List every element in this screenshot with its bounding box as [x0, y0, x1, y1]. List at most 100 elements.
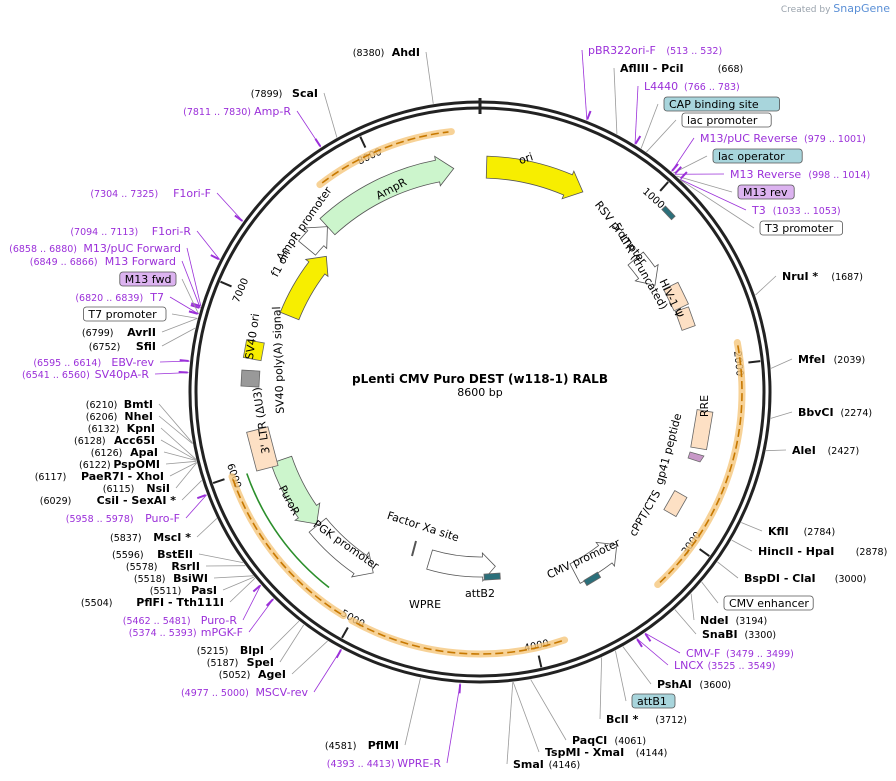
- site-paqci[interactable]: PaqCI(4061): [572, 734, 646, 747]
- puror-feature[interactable]: [270, 455, 321, 525]
- site-position: (5187): [207, 658, 239, 669]
- site-pflmi[interactable]: PflMI(4581): [325, 739, 399, 752]
- site-snabi[interactable]: SnaBI(3300): [702, 628, 776, 641]
- site-puro-r[interactable]: Puro-R(5462 .. 5481): [123, 614, 238, 627]
- ampr-promoter-feature[interactable]: [298, 226, 328, 256]
- site-bspdi-clai[interactable]: BspDI - ClaI(3000): [744, 572, 866, 585]
- site-ndei[interactable]: NdeI(3194): [700, 614, 767, 627]
- site-bmti[interactable]: BmtI(6210): [86, 398, 153, 411]
- site-kpni[interactable]: KpnI(6132): [88, 422, 155, 435]
- site-rsrii[interactable]: RsrII(5578): [126, 560, 200, 573]
- lac-block-feature[interactable]: [661, 205, 676, 221]
- site-tspmi-xmai[interactable]: TspMI - XmaI(4144): [545, 746, 667, 759]
- site-nrui[interactable]: NruI *(1687): [782, 270, 863, 283]
- site-t3[interactable]: T3(1033 .. 1053): [751, 204, 841, 217]
- site-t7-promoter[interactable]: T7 promoter: [83, 306, 167, 322]
- site-position: (6595 .. 6614): [33, 358, 101, 369]
- site-wpre-r[interactable]: WPRE-R(4393 .. 4413): [327, 757, 442, 770]
- site-cmv-f[interactable]: CMV-F(3479 .. 3499): [686, 647, 794, 660]
- site-position: (3300): [745, 630, 777, 641]
- site-t3-promoter[interactable]: T3 promoter: [759, 220, 843, 236]
- site-ahdi[interactable]: AhdI(8380): [353, 46, 420, 59]
- site-pspomi[interactable]: PspOMI(6122): [79, 458, 160, 471]
- site-m13-puc-reverse[interactable]: M13/pUC Reverse(979 .. 1001): [700, 132, 866, 145]
- site-position: (4146): [549, 760, 581, 771]
- site-spei[interactable]: SpeI(5187): [207, 656, 274, 669]
- site-puro-f[interactable]: Puro-F(5958 .. 5978): [66, 512, 180, 525]
- pgk-promoter-feature[interactable]: [308, 517, 374, 578]
- site-apai[interactable]: ApaI(6126): [91, 446, 158, 459]
- site-l4440[interactable]: L4440(766 .. 783): [644, 80, 740, 93]
- site-f1ori-r[interactable]: F1ori-R(7094 .. 7113): [70, 225, 191, 238]
- site-blpi[interactable]: BlpI(5215): [197, 644, 264, 657]
- site-position: (3479 .. 3499): [726, 649, 794, 660]
- site-kfli[interactable]: KflI(2784): [768, 525, 835, 538]
- site-pasi[interactable]: PasI(5511): [150, 584, 217, 597]
- site-name: F1ori-R: [152, 225, 192, 238]
- site-pbr322ori-f[interactable]: pBR322ori-F(513 .. 532): [588, 44, 722, 57]
- gp41-feature[interactable]: [687, 451, 705, 463]
- site-avrii[interactable]: AvrII(6799): [82, 326, 156, 339]
- site-bsteii[interactable]: BstEII(5596): [112, 548, 193, 561]
- cppt-feature[interactable]: [663, 489, 688, 518]
- ampr-feature[interactable]: [319, 155, 455, 236]
- site-f1ori-f[interactable]: F1ori-F(7304 .. 7325): [90, 187, 211, 200]
- ltr3-feature[interactable]: [246, 426, 279, 472]
- site-pshai[interactable]: PshAI(3600): [657, 678, 731, 691]
- site-lac-promoter[interactable]: lac promoter: [681, 112, 772, 128]
- site-pflfi-tth111i[interactable]: PflFI - Tth111I(5504): [81, 596, 224, 609]
- sv40ori-feature[interactable]: [242, 339, 265, 362]
- site-mfei[interactable]: MfeI(2039): [798, 353, 865, 366]
- site-mscv-rev[interactable]: MSCV-rev(4977 .. 5000): [181, 686, 309, 699]
- site-hincii-hpai[interactable]: HincII - HpaI(2878): [758, 545, 887, 558]
- site-paer7i-xhoi[interactable]: PaeR7I - XhoI(6117): [35, 470, 164, 483]
- site-afliii-pcii[interactable]: AflIII - PciI(668): [620, 62, 743, 75]
- rre-feature[interactable]: [690, 409, 714, 451]
- site-amp-r[interactable]: Amp-R(7811 .. 7830): [183, 105, 291, 118]
- site-ebv-rev[interactable]: EBV-rev(6595 .. 6614): [33, 356, 154, 369]
- site-m13-forward[interactable]: M13 Forward(6849 .. 6866): [30, 255, 176, 268]
- attb1-feature[interactable]: [583, 571, 602, 587]
- ltr5-feature[interactable]: [663, 281, 689, 312]
- site-m13-fwd[interactable]: M13 fwd: [119, 271, 177, 287]
- hiv-psi-feature[interactable]: [674, 306, 696, 331]
- sv40pa-feature[interactable]: [240, 369, 261, 388]
- site-msci[interactable]: MscI *(5837): [110, 531, 191, 544]
- site-scai[interactable]: ScaI(7899): [251, 87, 318, 100]
- wpre-feature[interactable]: [426, 549, 496, 583]
- leader-t3-promoter: [680, 179, 755, 229]
- site-agei[interactable]: AgeI(5052): [219, 668, 286, 681]
- ori-feature[interactable]: [485, 155, 584, 200]
- box-label: T7 promoter: [87, 308, 157, 321]
- site-mpgk-f[interactable]: mPGK-F(5374 .. 5393): [129, 626, 243, 639]
- f1ori-feature[interactable]: [279, 255, 329, 321]
- site-alei[interactable]: AleI(2427): [792, 444, 859, 457]
- attb2-feature[interactable]: [483, 572, 501, 581]
- site-lncx[interactable]: LNCX(3525 .. 3549): [674, 659, 775, 672]
- fxa-feature[interactable]: [411, 540, 417, 557]
- site-name: ScaI: [292, 87, 318, 100]
- site-m13-reverse[interactable]: M13 Reverse(998 .. 1014): [730, 168, 870, 181]
- site-acc65i[interactable]: Acc65I(6128): [74, 434, 155, 447]
- rsv-promoter-feature[interactable]: [627, 251, 659, 286]
- site-nsii[interactable]: NsiI(6115): [103, 482, 170, 495]
- site-t7[interactable]: T7(6820 .. 6839): [75, 291, 164, 304]
- site-cap-binding-site[interactable]: CAP binding site: [663, 96, 780, 112]
- site-bsiwi[interactable]: BsiWI(5518): [134, 572, 208, 585]
- site-name: TspMI - XmaI: [545, 746, 624, 759]
- box-cmv-enhancer: [723, 595, 814, 611]
- site-m13-rev[interactable]: M13 rev: [737, 184, 795, 200]
- site-bcli[interactable]: BclI *(3712): [606, 713, 687, 726]
- site-sv40pa-r[interactable]: SV40pA-R(6541 .. 6560): [22, 368, 149, 381]
- site-lac-operator[interactable]: lac operator: [712, 148, 803, 164]
- site-m13-puc-forward[interactable]: M13/pUC Forward(6858 .. 6880): [9, 242, 181, 255]
- site-nhei[interactable]: NheI(6206): [86, 410, 153, 423]
- leader-scai: [323, 92, 338, 138]
- site-attb1[interactable]: attB1: [631, 693, 676, 709]
- site-smai[interactable]: SmaI(4146): [513, 758, 580, 771]
- site-bbvci[interactable]: BbvCI(2274): [798, 406, 872, 419]
- site-csii-sexai[interactable]: CsiI - SexAI *(6029): [40, 494, 176, 507]
- site-sfii[interactable]: SfiI(6752): [89, 340, 156, 353]
- site-cmv-enhancer[interactable]: CMV enhancer: [723, 595, 814, 611]
